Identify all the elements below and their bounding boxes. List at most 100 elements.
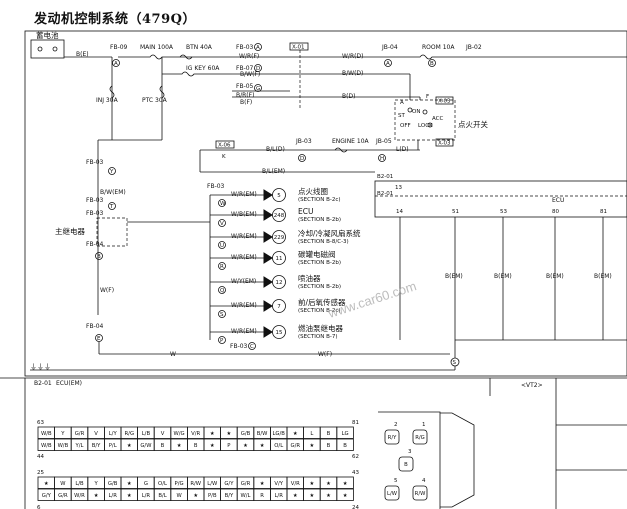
- ecu-ground-3: B(EM): [546, 273, 564, 280]
- ecu-pin-cell: G/B: [104, 476, 122, 489]
- svg-text:K: K: [222, 154, 226, 160]
- relay-pin-color: R/G: [415, 435, 425, 441]
- relay-pin-color: L/W: [387, 491, 398, 497]
- ecu-pin-cell: R: [253, 488, 271, 501]
- ecu-pin-cell: Y: [87, 476, 105, 489]
- ecu-pin-cell: W: [54, 476, 72, 489]
- ecu-pin-wire-color: L/W: [207, 481, 218, 487]
- ecu-pin-wire-color: ★: [293, 493, 298, 499]
- ecu-pin-cell: O/L: [269, 438, 288, 451]
- ecu-pin-cell: G/R: [236, 476, 255, 489]
- ecu-pin-cell: ★: [186, 488, 205, 501]
- output-ref-number: 7: [277, 304, 281, 310]
- wire-bw-d: B/W(D): [342, 70, 363, 77]
- output-label: 前/后氧传感器: [298, 297, 346, 307]
- ecu-pin-cell: ★: [87, 488, 105, 501]
- output-wire: W/R(EM): [231, 254, 257, 261]
- ecu-ground-1: B(EM): [445, 273, 463, 280]
- ecu-pin-wire-color: ★: [177, 443, 182, 449]
- ecu-pin-wire-color: B/Y: [92, 443, 101, 449]
- ecu-pin-wire-color: B/Y: [225, 493, 234, 499]
- ecu-pin-cell: V/Y: [269, 476, 288, 489]
- ecu-pin-wire-color: G/W: [140, 443, 152, 449]
- ecu-pin-wire-color: ★: [310, 443, 315, 449]
- ecu-pin-cell: B/W: [253, 426, 271, 439]
- ecu-pin-wire-color: W: [176, 493, 182, 499]
- output-ref-number: 229: [274, 235, 285, 241]
- ecu-pin-cell: B: [319, 438, 338, 451]
- ecu-pin-wire-color: B: [161, 443, 165, 449]
- ecu-pin-wire-color: ★: [193, 493, 198, 499]
- svg-text:A: A: [400, 100, 404, 106]
- svg-text:51: 51: [452, 209, 459, 215]
- ecu-pin-cell: ★: [120, 438, 139, 451]
- ecu-pin-cell: ★: [203, 438, 222, 451]
- output-pin: W: [220, 201, 226, 207]
- ecu-pin-wire-color: ★: [210, 443, 215, 449]
- ground-symbol: ⏚⏚⏚: [30, 363, 51, 371]
- svg-text:E: E: [97, 336, 101, 342]
- upper-frame: [24, 30, 627, 377]
- relay-conn-fb03a: FB-03: [86, 159, 104, 166]
- jb02-id: JB-02: [465, 44, 482, 51]
- svg-text:14: 14: [396, 209, 403, 215]
- jb04-id: JB-04: [381, 44, 398, 51]
- output-pin: S: [220, 312, 224, 318]
- ecu-pin-cell: W/G: [170, 426, 188, 439]
- bottom-conn-id: B2-01: [34, 380, 52, 387]
- ecu-pin-cell: L/W: [203, 476, 222, 489]
- pin-43: 43: [352, 470, 359, 476]
- svg-text:G: G: [256, 86, 260, 92]
- ecu-pin-wire-color: V/Y: [274, 481, 283, 487]
- svg-text:53: 53: [500, 209, 507, 215]
- output-ref-number: 15: [276, 330, 283, 336]
- ecu-box: [374, 180, 627, 218]
- output-arrow: [263, 209, 273, 221]
- ecu-pin-cell: ★: [336, 476, 354, 489]
- conn-x01: X-01: [292, 45, 304, 51]
- ig-key-fuse-label: IG KEY 60A: [186, 65, 220, 72]
- ecu-pin-wire-color: R/G: [125, 431, 135, 437]
- ecu-pin-cell: W/B: [54, 438, 72, 451]
- output-arrow: [263, 326, 273, 338]
- output-pin: R: [220, 264, 224, 270]
- ecu-pin-cell: ★: [120, 488, 139, 501]
- svg-text:T: T: [109, 204, 114, 210]
- relay-connector-pin: R/G1: [412, 422, 428, 445]
- output-arrow: [263, 276, 273, 288]
- pin-6: 6: [37, 505, 41, 509]
- relay-connector-pin: R/Y2: [384, 422, 400, 445]
- ecu-pin-cell: Y/L: [70, 438, 89, 451]
- ecu-pin-cell: ★: [220, 426, 238, 439]
- output-section: (SECTION B-2c): [298, 197, 341, 203]
- wire-b-d: B(D): [342, 93, 355, 100]
- ecu-pin-wire-color: W/L: [241, 493, 251, 499]
- main-relay-label: 主继电器: [55, 226, 85, 236]
- ecu-pin-wire-color: W/B: [58, 443, 69, 449]
- ecu-pin-cell: B: [153, 438, 172, 451]
- output-wire: W/R(EM): [231, 233, 257, 240]
- ecu-pin-cell: ★: [319, 476, 338, 489]
- ignition-switch: [394, 99, 456, 141]
- ig-pos-on: ON: [412, 109, 420, 115]
- ecu-pin-wire-color: ★: [310, 493, 315, 499]
- relay-conn-fb04: FB-04: [86, 241, 104, 248]
- ig-pos-off: OFF: [400, 123, 411, 129]
- ecu-pin-wire-color: G/Y: [224, 481, 234, 487]
- ecu-pin-cell: W/L: [236, 488, 255, 501]
- ecu-pin-cell: P/L: [104, 438, 122, 451]
- ecu-pin-cell: G/R: [286, 438, 305, 451]
- ecu-pin-cell: ★: [236, 438, 255, 451]
- output-label: 喷油器: [298, 273, 321, 283]
- ecu-pin-wire-color: G/B: [241, 431, 251, 437]
- main-relay-box: [96, 217, 128, 247]
- ecu-conn-top: B2-01: [377, 174, 393, 180]
- ecu-pin-cell: B/L: [153, 488, 172, 501]
- ecu-pin-cell: ★: [286, 426, 305, 439]
- ecu-pin-wire-color: B: [327, 443, 331, 449]
- ecu-pin-cell: G/R: [70, 426, 89, 439]
- output-label: 碳罐电磁阀: [298, 249, 336, 259]
